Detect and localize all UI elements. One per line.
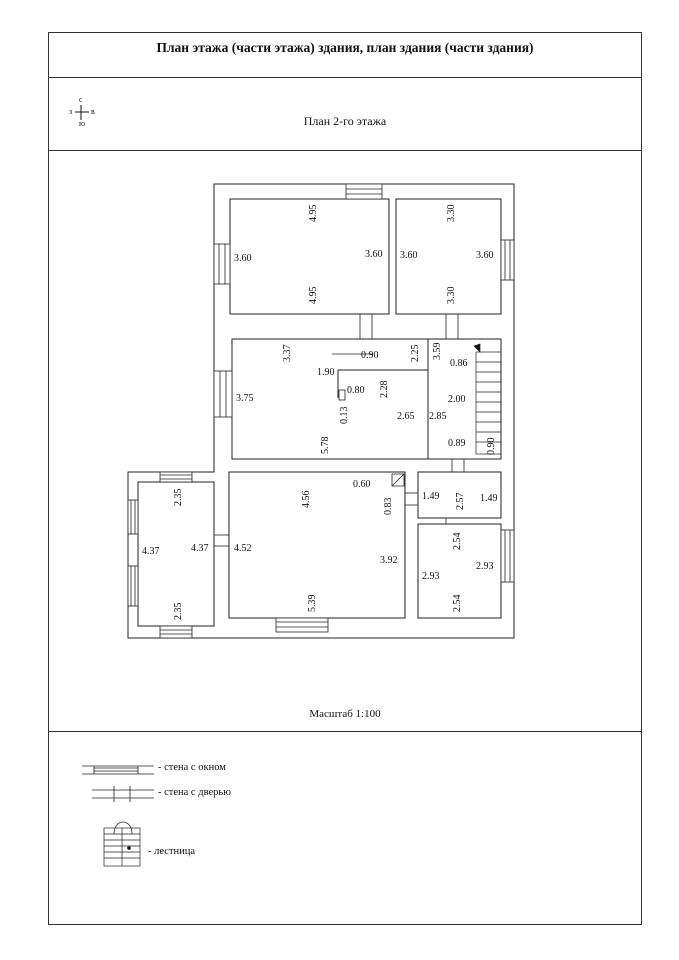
window-top-1 bbox=[345, 183, 383, 200]
legend-window-icon bbox=[82, 765, 154, 775]
dim-label: 3.60 bbox=[365, 249, 383, 260]
dim-label: 1.49 bbox=[422, 491, 440, 502]
legend-stairs-icon bbox=[103, 821, 141, 867]
dim-label: 1.90 bbox=[317, 367, 335, 378]
page-title: План этажа (части этажа) здания, план зд… bbox=[156, 40, 534, 55]
dim-label: 4.37 bbox=[142, 546, 160, 557]
window-top-5 bbox=[159, 471, 193, 483]
dim-label: 4.56 bbox=[301, 491, 312, 509]
staircase bbox=[473, 343, 502, 455]
dim-label: 1.49 bbox=[480, 493, 498, 504]
dim-label: 3.60 bbox=[476, 250, 494, 261]
legend-door-icon bbox=[92, 786, 154, 802]
dim-label: 5.78 bbox=[320, 437, 331, 455]
page-frame bbox=[48, 32, 642, 925]
compass-south: ю bbox=[79, 119, 85, 128]
legend-window-label: - стена с окном bbox=[158, 762, 226, 773]
dim-label: 2.35 bbox=[173, 489, 184, 507]
dim-label: 4.52 bbox=[234, 543, 252, 554]
dim-label: 2.25 bbox=[410, 345, 421, 363]
dim-label: 3.75 bbox=[236, 393, 254, 404]
dim-label: 2.93 bbox=[422, 571, 440, 582]
compass-north: с bbox=[79, 95, 83, 104]
dim-label: 3.30 bbox=[446, 205, 457, 223]
window-bottom-4 bbox=[275, 617, 329, 633]
window-left-5a bbox=[127, 499, 139, 535]
dim-label: 2.93 bbox=[476, 561, 494, 572]
window-left-3 bbox=[213, 370, 233, 418]
dim-label: 2.35 bbox=[173, 603, 184, 621]
window-left-5b bbox=[127, 565, 139, 607]
dim-label: 3.37 bbox=[282, 345, 293, 363]
compass-west: з bbox=[69, 107, 73, 116]
dim-label: 2.28 bbox=[379, 381, 390, 399]
window-left-1 bbox=[213, 243, 231, 285]
plan-title: План 2-го этажа bbox=[303, 114, 387, 128]
subtitle-divider bbox=[48, 150, 642, 151]
dim-label: 0.60 bbox=[353, 479, 371, 490]
compass-rose-icon: с з в ю bbox=[66, 96, 102, 130]
dim-label: 0.89 bbox=[448, 438, 466, 449]
dim-label: 0.86 bbox=[450, 358, 468, 369]
dim-label: 2.57 bbox=[455, 493, 466, 511]
dim-label: 2.54 bbox=[452, 533, 463, 551]
dim-label: 3.59 bbox=[432, 343, 443, 361]
outer-wall bbox=[127, 183, 515, 639]
dim-label: 4.95 bbox=[308, 205, 319, 223]
dim-label: 0.80 bbox=[347, 385, 365, 396]
dimension-labels: 4.95 4.95 3.60 3.60 3.30 3.30 3.60 3.60 … bbox=[142, 205, 498, 621]
dim-label: 2.54 bbox=[452, 595, 463, 613]
dim-label: 5.39 bbox=[307, 595, 318, 613]
compass-east: в bbox=[91, 107, 95, 116]
dim-label: 0.90 bbox=[486, 438, 497, 456]
dim-label: 4.37 bbox=[191, 543, 209, 554]
header-divider bbox=[48, 77, 642, 78]
niche bbox=[338, 389, 346, 401]
legend-stairs-label: - лестница bbox=[148, 846, 196, 857]
dim-label: 0.13 bbox=[339, 407, 350, 425]
legend-divider bbox=[48, 731, 642, 732]
scale-label: Масштаб 1:100 bbox=[309, 708, 381, 720]
dim-label: 0.90 bbox=[361, 350, 379, 361]
dim-label: 0.83 bbox=[383, 498, 394, 516]
vent-diagonal bbox=[391, 473, 405, 487]
stair-arrow-icon bbox=[473, 343, 481, 353]
window-bottom-5 bbox=[159, 625, 193, 639]
dim-label: 3.30 bbox=[446, 287, 457, 305]
dim-label: 3.60 bbox=[234, 253, 252, 264]
room-6 bbox=[417, 471, 502, 519]
dim-label: 2.85 bbox=[429, 411, 447, 422]
legend-door-label: - стена с дверью bbox=[158, 787, 232, 798]
dim-label: 2.65 bbox=[397, 411, 415, 422]
window-right-7 bbox=[500, 529, 515, 583]
dim-label: 4.95 bbox=[308, 287, 319, 305]
window-right-2 bbox=[500, 239, 515, 281]
dim-label: 2.00 bbox=[448, 394, 466, 405]
dim-label: 3.92 bbox=[380, 555, 398, 566]
dim-label: 3.60 bbox=[400, 250, 418, 261]
